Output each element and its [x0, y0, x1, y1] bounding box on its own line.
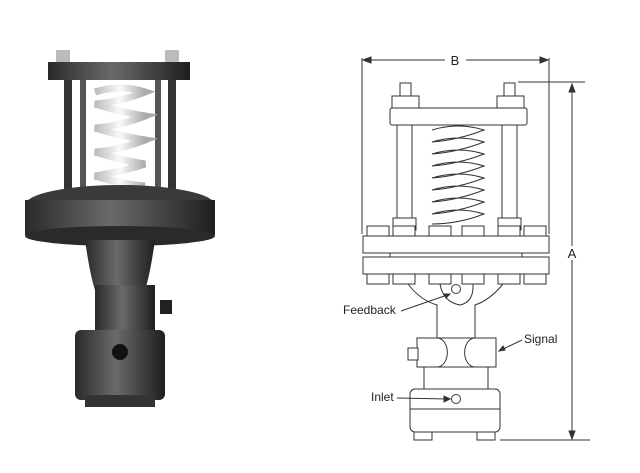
feedback-label: Feedback: [343, 303, 397, 317]
valve-photo: [25, 50, 215, 407]
signal-label: Signal: [524, 332, 557, 346]
inlet-label: Inlet: [371, 390, 394, 404]
dimension-a-label: A: [568, 246, 577, 261]
valve-dimension-drawing: [361, 56, 590, 441]
dimension-b-label: B: [451, 53, 460, 68]
